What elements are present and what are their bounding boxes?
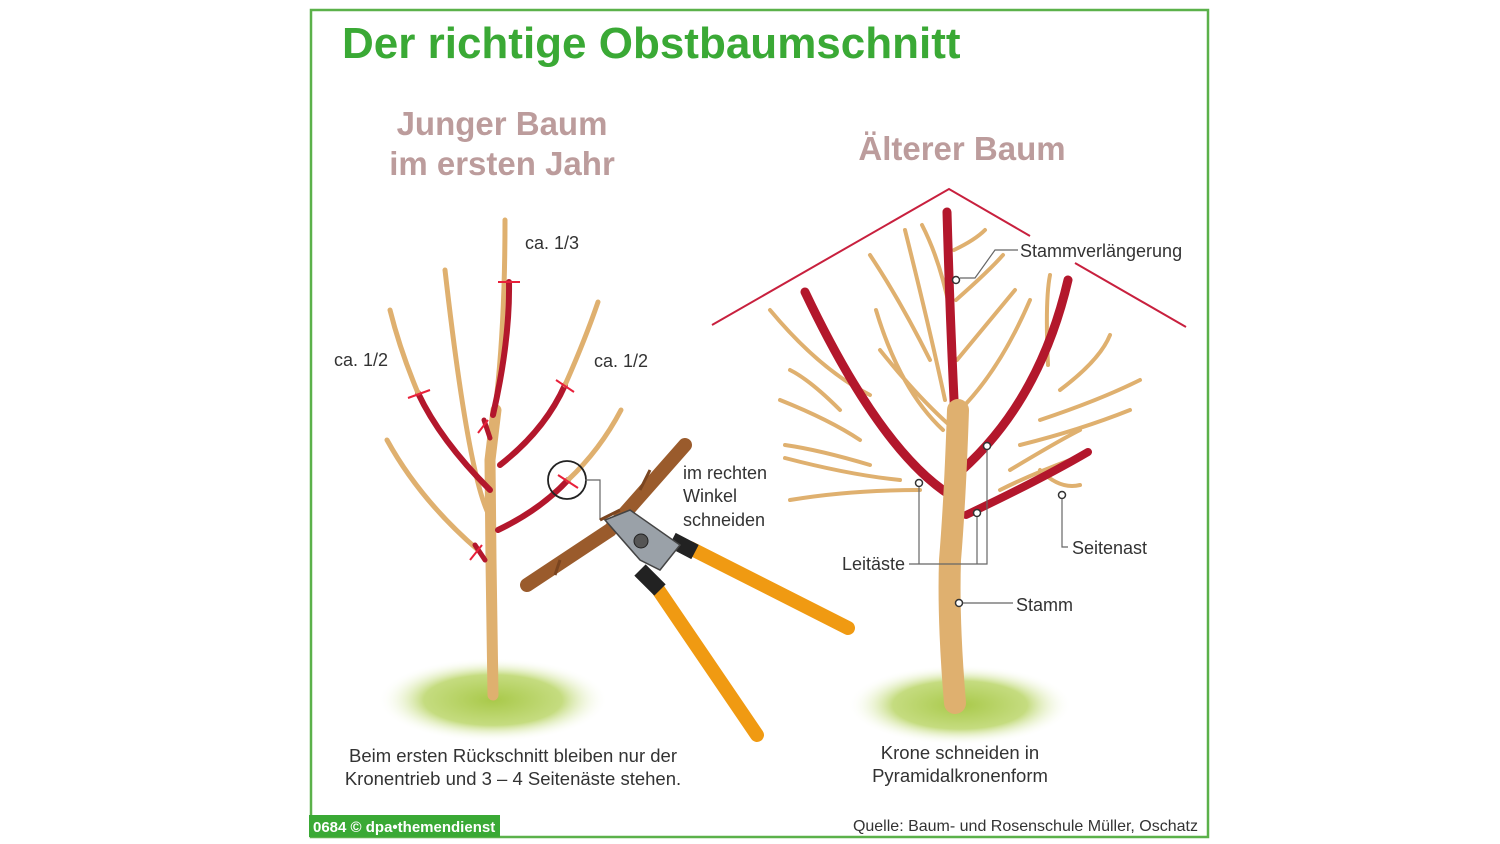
young-tree-heading-2: im ersten Jahr: [389, 145, 615, 182]
label-seitenast: Seitenast: [1072, 538, 1147, 558]
label-leitaeste: Leitäste: [842, 554, 905, 574]
young-tree-illustration: [384, 217, 624, 701]
older-tree-caption-2: Pyramidalkronenform: [872, 765, 1048, 786]
credit-badge: [309, 815, 500, 837]
loppers-illustration: [520, 438, 855, 742]
young-tree-section: Junger Baum im ersten Jahr ca: [334, 105, 855, 789]
label-ca-1-2-left: ca. 1/2: [334, 350, 388, 370]
young-tree-caption-2: Kronentrieb und 3 – 4 Seitenäste stehen.: [345, 768, 681, 789]
older-tree-heading: Älterer Baum: [858, 130, 1065, 167]
source-text: Quelle: Baum- und Rosenschule Müller, Os…: [853, 818, 1198, 835]
label-ca-1-3: ca. 1/3: [525, 233, 579, 253]
tool-note-1: im rechten: [683, 463, 767, 483]
young-tree-heading-1: Junger Baum: [397, 105, 608, 142]
page-title: Der richtige Obstbaumschnitt: [342, 19, 961, 68]
credit-badge-text: 0684 © dpa•themendienst: [313, 819, 495, 836]
tool-note-3: schneiden: [683, 510, 765, 530]
label-stamm: Stamm: [1016, 595, 1073, 615]
older-tree-illustration: [768, 207, 1142, 714]
label-stammverlaengerung: Stammverlängerung: [1020, 241, 1182, 261]
pyramid-outline: [711, 187, 1187, 328]
older-tree-section: Älterer Baum Stammverlängerung Seitenast…: [711, 130, 1187, 786]
older-tree-caption-1: Krone schneiden in: [881, 742, 1039, 763]
label-ca-1-2-right: ca. 1/2: [594, 351, 648, 371]
tool-note-2: Winkel: [683, 486, 737, 506]
young-tree-caption-1: Beim ersten Rückschnitt bleiben nur der: [349, 745, 677, 766]
